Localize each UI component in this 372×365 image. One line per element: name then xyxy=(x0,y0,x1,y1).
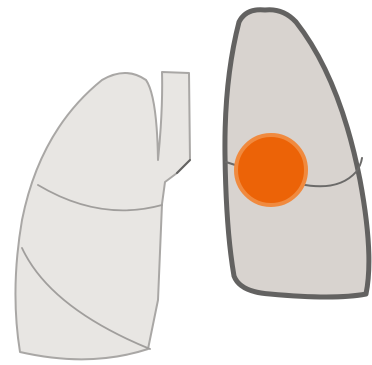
right-lung-outline xyxy=(15,72,190,359)
highlight-marker xyxy=(236,135,306,205)
right-lung xyxy=(15,72,190,359)
